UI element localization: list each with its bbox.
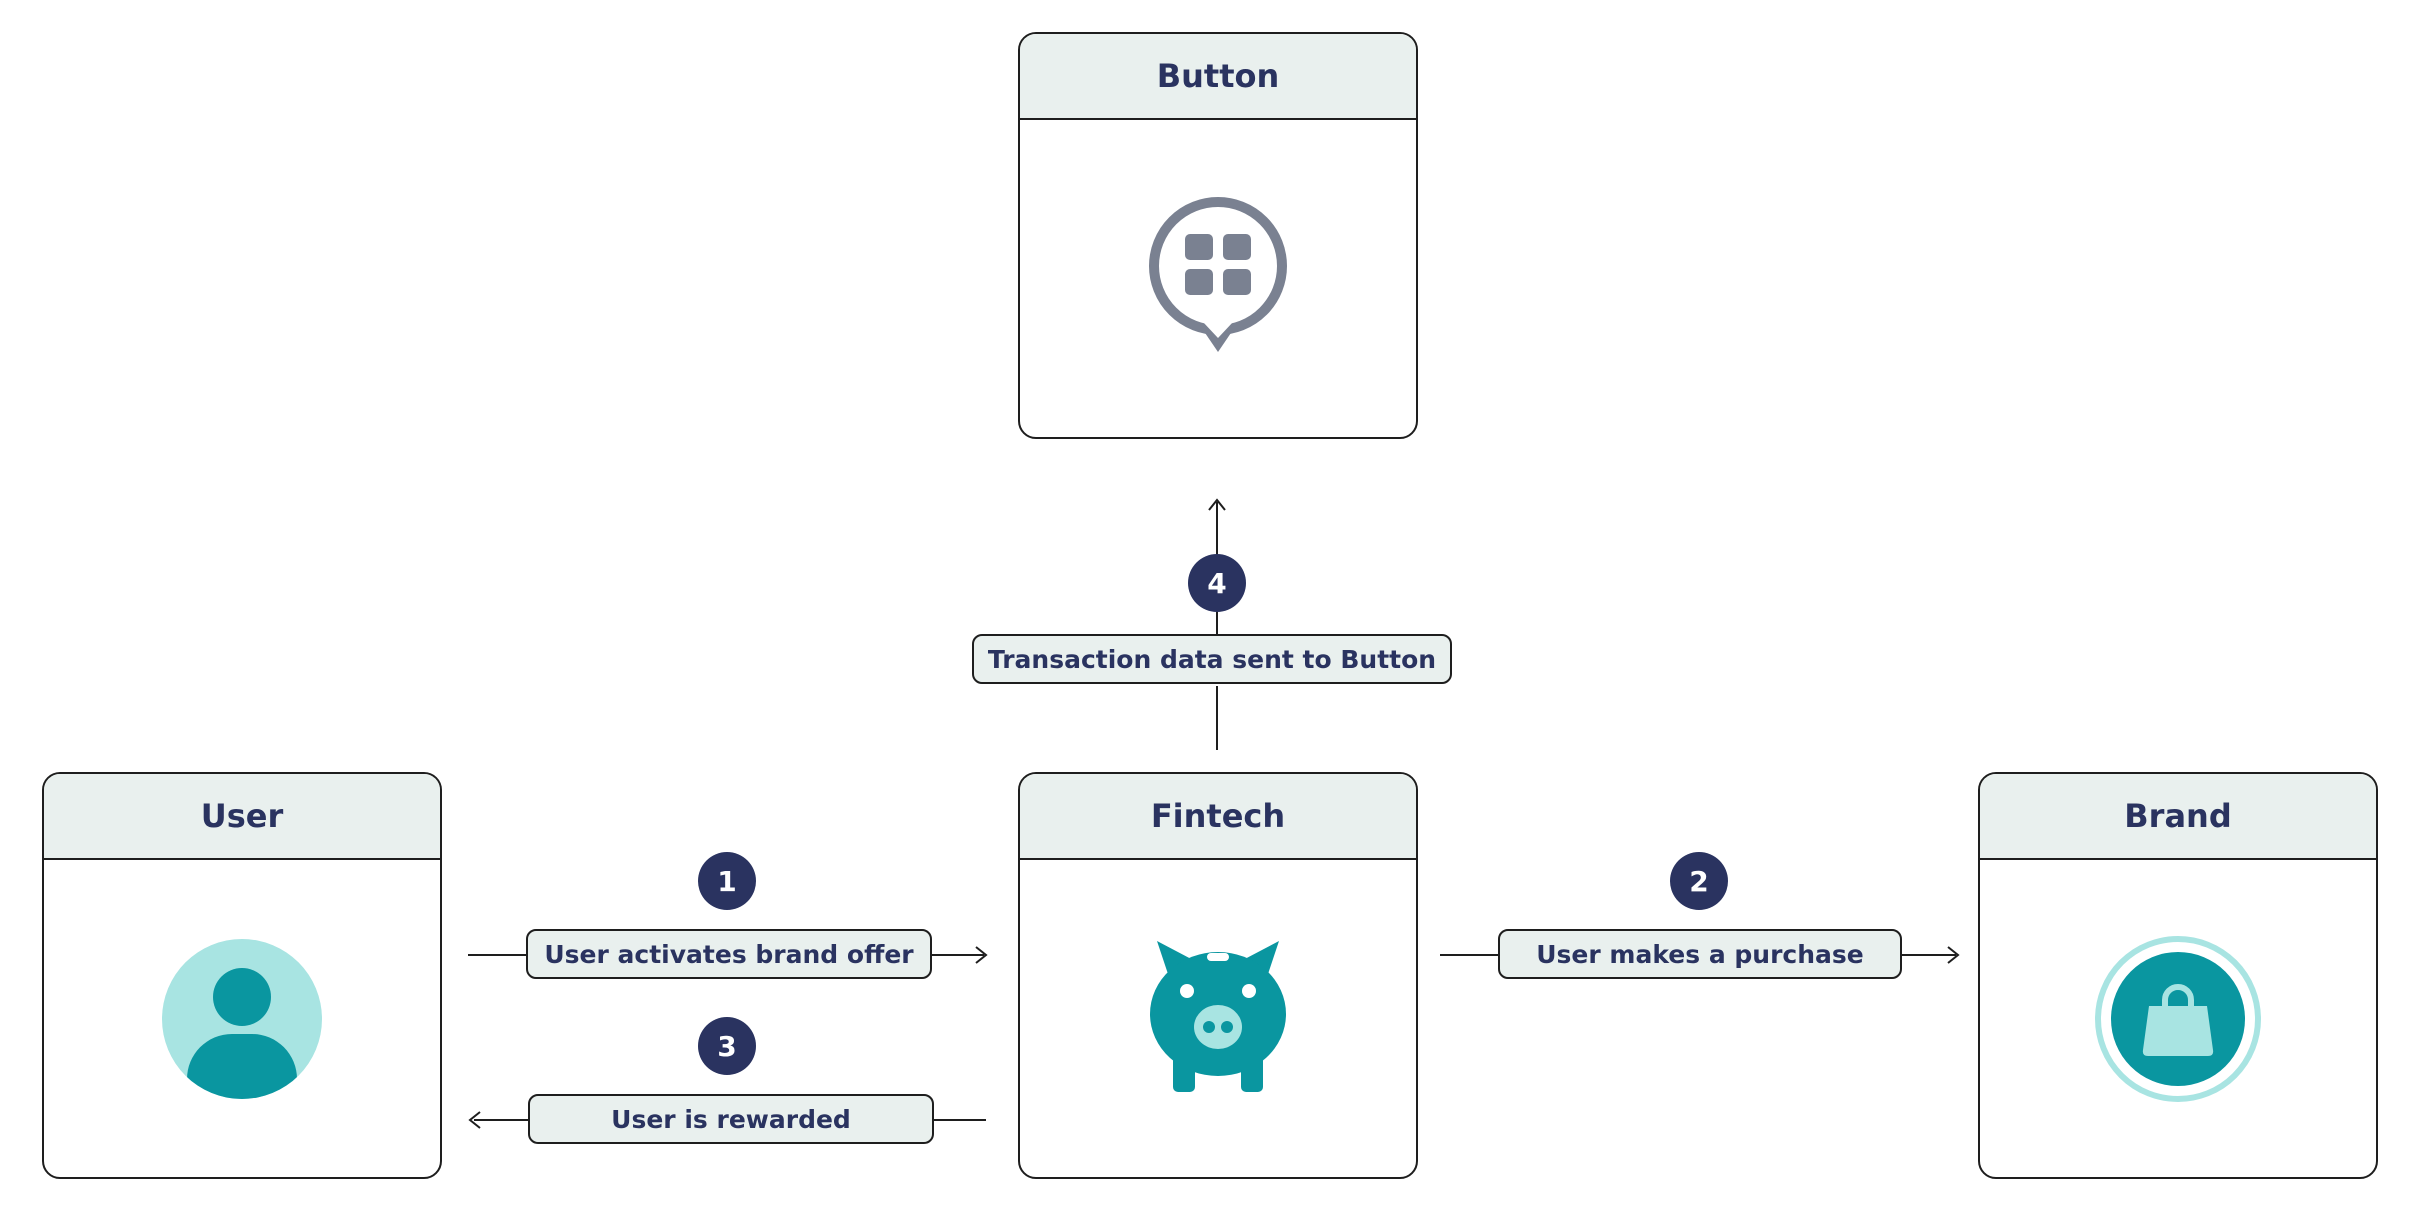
user-node-title: User <box>44 774 440 860</box>
step-2-label: User makes a purchase <box>1498 929 1902 979</box>
connector-fintech-to-button-bottom <box>1216 686 1218 750</box>
connector-fintech-to-brand-left <box>1440 954 1498 956</box>
step-1-label: User activates brand offer <box>526 929 932 979</box>
step-3-label: User is rewarded <box>528 1094 934 1144</box>
button-node: Button <box>1018 32 1418 439</box>
step-2-badge: 2 <box>1670 852 1728 910</box>
arrowhead-right-icon <box>1947 946 1960 964</box>
arrowhead-right-icon <box>975 946 988 964</box>
connector-fintech-to-brand-right <box>1902 954 1956 956</box>
user-node: User <box>42 772 442 1179</box>
step-4-label: Transaction data sent to Button <box>972 634 1452 684</box>
step-3-badge: 3 <box>698 1017 756 1075</box>
fintech-node-title: Fintech <box>1020 774 1416 860</box>
arrowhead-up-icon <box>1208 498 1226 511</box>
connector-user-to-fintech-right <box>932 954 984 956</box>
button-node-title: Button <box>1020 34 1416 120</box>
piggy-bank-icon <box>1020 860 1416 1177</box>
connector-fintech-to-user-left <box>474 1119 528 1121</box>
shopping-bag-icon <box>1980 860 2376 1177</box>
arrowhead-left-icon <box>468 1111 481 1129</box>
brand-node: Brand <box>1978 772 2378 1179</box>
brand-node-title: Brand <box>1980 774 2376 860</box>
fintech-node: Fintech <box>1018 772 1418 1179</box>
chat-bubble-grid-icon <box>1020 120 1416 437</box>
user-avatar-icon <box>44 860 440 1177</box>
connector-user-to-fintech-left <box>468 954 526 956</box>
step-1-badge: 1 <box>698 852 756 910</box>
connector-fintech-to-user-right <box>934 1119 986 1121</box>
step-4-badge: 4 <box>1188 554 1246 612</box>
